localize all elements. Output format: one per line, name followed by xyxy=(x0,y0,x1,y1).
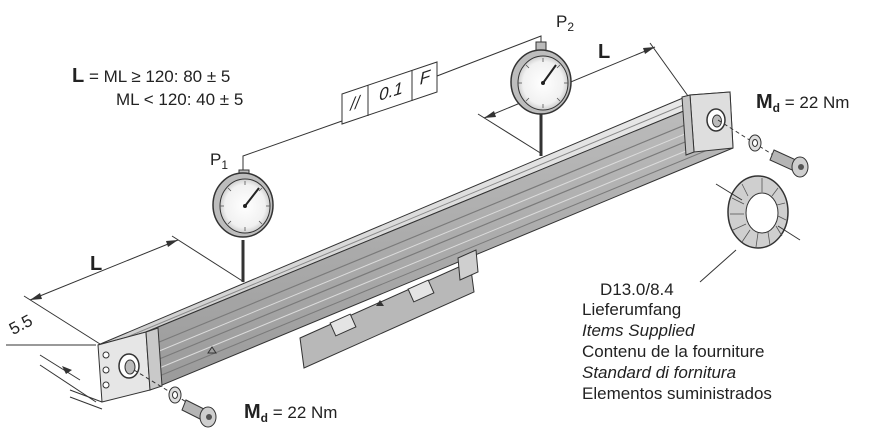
left-mounting-block xyxy=(69,327,163,410)
right-fastener-set xyxy=(699,119,809,283)
length-dimension-left xyxy=(23,235,245,345)
torque-right-symbol: M xyxy=(756,91,773,113)
right-mounting-block xyxy=(681,91,734,156)
items-supplied-line: Elementos suministrados xyxy=(582,384,772,403)
tolerance-frame xyxy=(242,35,542,170)
linear-scale-body xyxy=(97,91,734,391)
gauge-p2-letter: P xyxy=(556,12,568,31)
washer-code: D13.0/8.4 xyxy=(600,280,674,299)
torque-right-subscript: d xyxy=(772,101,781,115)
items-supplied-line: Contenu de la fourniture xyxy=(582,342,765,361)
items-supplied-line: Items Supplied xyxy=(582,321,695,340)
torque-left-subscript: d xyxy=(260,411,269,425)
gauge-label-p1: P1 xyxy=(210,150,228,175)
offset-dimension xyxy=(6,344,97,403)
length-label-right: L xyxy=(598,41,611,63)
items-supplied-line: Lieferumfang xyxy=(582,300,682,319)
length-formula-row-2: ML < 120: 40 ± 5 xyxy=(116,90,244,109)
gauge-label-p2: P2 xyxy=(556,12,574,37)
dial-gauge-p1 xyxy=(212,169,274,282)
length-equals: = xyxy=(88,67,99,86)
items-supplied-line: Standard di fornitura xyxy=(582,363,737,382)
scanning-head xyxy=(207,249,479,369)
dial-gauge-p2 xyxy=(510,41,572,156)
left-fastener-set xyxy=(133,369,217,428)
torque-left-value: = 22 Nm xyxy=(272,403,338,422)
length-symbol: L xyxy=(72,65,85,87)
length-label-left: L xyxy=(90,253,103,275)
gauge-p1-subscript: 1 xyxy=(221,158,229,172)
torque-label-left: Md = 22 Nm xyxy=(244,402,337,428)
length-formula: L = ML ≥ 120: 80 ± 5 xyxy=(72,66,230,87)
torque-right-value: = 22 Nm xyxy=(784,93,850,112)
torque-label-right: Md = 22 Nm xyxy=(756,92,849,118)
gauge-p2-subscript: 2 xyxy=(567,20,575,34)
gauge-p1-letter: P xyxy=(210,150,222,169)
torque-left-symbol: M xyxy=(244,401,261,423)
length-formula-row-1: ML ≥ 120: 80 ± 5 xyxy=(103,67,231,86)
